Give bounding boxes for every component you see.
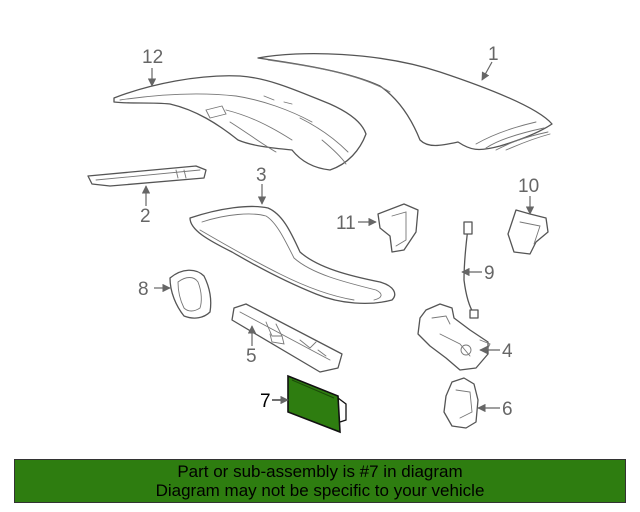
callout-1[interactable]: 1 [488, 44, 499, 65]
part-10-bracket[interactable] [507, 209, 549, 255]
callout-12[interactable]: 12 [142, 47, 163, 68]
part-11-bracket[interactable] [377, 203, 419, 253]
callout-6[interactable]: 6 [502, 399, 513, 420]
banner-line-1: Part or sub-assembly is #7 in diagram [177, 462, 463, 481]
part-8-pad[interactable] [169, 269, 212, 319]
part-4-latch[interactable] [417, 303, 491, 371]
banner-line-2: Diagram may not be specific to your vehi… [155, 481, 485, 500]
part-12-trim-panel[interactable] [113, 75, 367, 171]
info-banner: Part or sub-assembly is #7 in diagram Di… [14, 459, 626, 503]
callout-8[interactable]: 8 [138, 279, 149, 300]
callout-5[interactable]: 5 [246, 346, 257, 367]
callout-9[interactable]: 9 [484, 263, 495, 284]
callout-2[interactable]: 2 [140, 206, 151, 227]
part-2-trim-strip[interactable] [87, 165, 207, 187]
callout-3[interactable]: 3 [256, 165, 267, 186]
leader-lines [141, 61, 535, 413]
part-9-cable[interactable] [463, 221, 479, 319]
callout-4[interactable]: 4 [502, 341, 513, 362]
part-3-weatherstrip[interactable] [189, 205, 396, 304]
part-6-striker[interactable] [443, 377, 479, 429]
callout-10[interactable]: 10 [518, 176, 539, 197]
callout-7[interactable]: 7 [260, 391, 271, 412]
callout-11[interactable]: 11 [336, 213, 356, 234]
callout-labels: 12 1 2 3 11 10 9 8 5 4 6 7 [138, 44, 539, 420]
part-5-lamp-housing[interactable] [231, 303, 343, 373]
part-7-highlighted[interactable] [287, 374, 347, 434]
part-1-trunk-lid[interactable] [257, 52, 553, 151]
parts-diagram: 12 1 2 3 11 10 9 8 5 4 6 7 [87, 44, 553, 434]
